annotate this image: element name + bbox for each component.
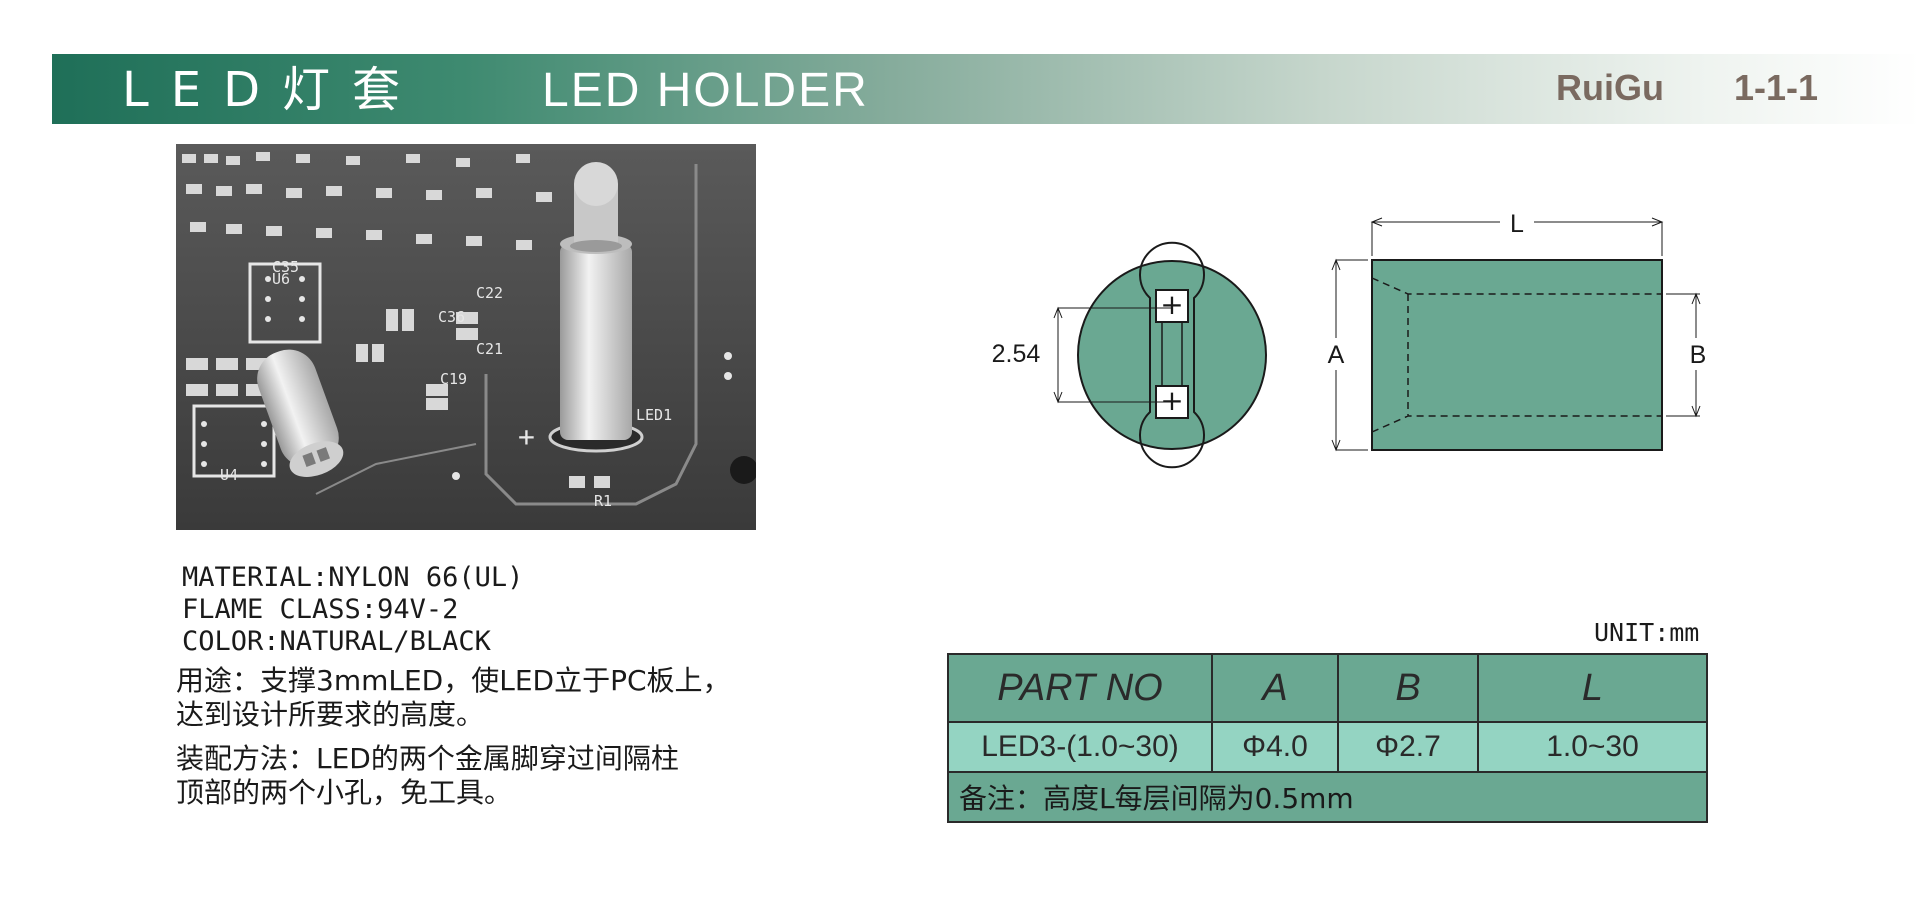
unit-label: UNIT:mm <box>1594 618 1700 647</box>
usage-text: 用途：支撑3mmLED，使LED立于PC板上， 达到设计所要求的高度。 <box>176 664 731 732</box>
cell-l: 1.0~30 <box>1477 721 1708 773</box>
silk-c36: C36 <box>438 308 465 326</box>
col-part-no: PART NO <box>947 653 1213 723</box>
hole-top <box>1155 289 1189 323</box>
table-note: 备注：高度L每层间隔为0.5mm <box>947 771 1708 823</box>
silk-r1: R1 <box>594 492 612 510</box>
dim-a-label: A <box>1328 341 1345 369</box>
assembly-line-2: 顶部的两个小孔，免工具。 <box>176 776 513 809</box>
spec-table: PART NO A B L LED3-(1.0~30) Φ4.0 Φ2.7 1.… <box>947 653 1708 823</box>
silk-c19: C19 <box>440 370 467 388</box>
silk-c35: C35 <box>272 258 299 276</box>
col-a: A <box>1211 653 1339 723</box>
col-b: B <box>1337 653 1479 723</box>
plus-bottom-icon: + <box>1160 384 1183 417</box>
cell-a: Φ4.0 <box>1211 721 1339 773</box>
spec-list: MATERIAL:NYLON 66(UL) FLAME CLASS:94V-2 … <box>182 562 523 658</box>
side-view: L A B <box>1328 210 1707 452</box>
cell-part-no: LED3-(1.0~30) <box>947 721 1213 773</box>
table-row: LED3-(1.0~30) Φ4.0 Φ2.7 1.0~30 <box>947 721 1708 773</box>
table-header-row: PART NO A B L <box>947 653 1708 723</box>
cell-b: Φ2.7 <box>1337 721 1479 773</box>
technical-drawing: + + 2.54 L A B <box>992 210 1707 469</box>
silk-c22: C22 <box>476 284 503 302</box>
silk-u4: U4 <box>220 466 238 484</box>
silk-c21: C21 <box>476 340 503 358</box>
dim-b-label: B <box>1690 341 1707 369</box>
silk-plus: + <box>518 420 535 453</box>
product-photo: LED1 R1 U4 U6 C35 C36 C21 C22 C19 + <box>176 144 756 530</box>
title-chinese: LED灯套 <box>122 62 423 118</box>
silk-led1: LED1 <box>636 406 672 424</box>
title-english: LED HOLDER <box>542 64 869 117</box>
plus-top-icon: + <box>1160 288 1183 321</box>
spec-material: MATERIAL:NYLON 66(UL) <box>182 562 524 593</box>
assembly-line-1: 装配方法：LED的两个金属脚穿过间隔柱 <box>176 742 679 775</box>
col-l: L <box>1477 653 1708 723</box>
silk-u6: U6 <box>272 270 290 288</box>
dim-l-label: L <box>1510 210 1524 238</box>
brand-name: RuiGu <box>1556 67 1664 108</box>
usage-line-1: 用途：支撑3mmLED，使LED立于PC板上， <box>176 664 731 697</box>
header-band <box>52 54 1920 124</box>
table-note-row: 备注：高度L每层间隔为0.5mm <box>947 771 1708 823</box>
pitch-label: 2.54 <box>992 340 1041 368</box>
top-view: + + 2.54 <box>992 241 1267 469</box>
spec-flame-class: FLAME CLASS:94V-2 <box>182 594 459 625</box>
page-number: 1-1-1 <box>1734 67 1819 108</box>
assembly-text: 装配方法：LED的两个金属脚穿过间隔柱 顶部的两个小孔，免工具。 <box>176 742 679 810</box>
usage-line-2: 达到设计所要求的高度。 <box>176 698 485 731</box>
spec-color: COLOR:NATURAL/BLACK <box>182 626 491 657</box>
